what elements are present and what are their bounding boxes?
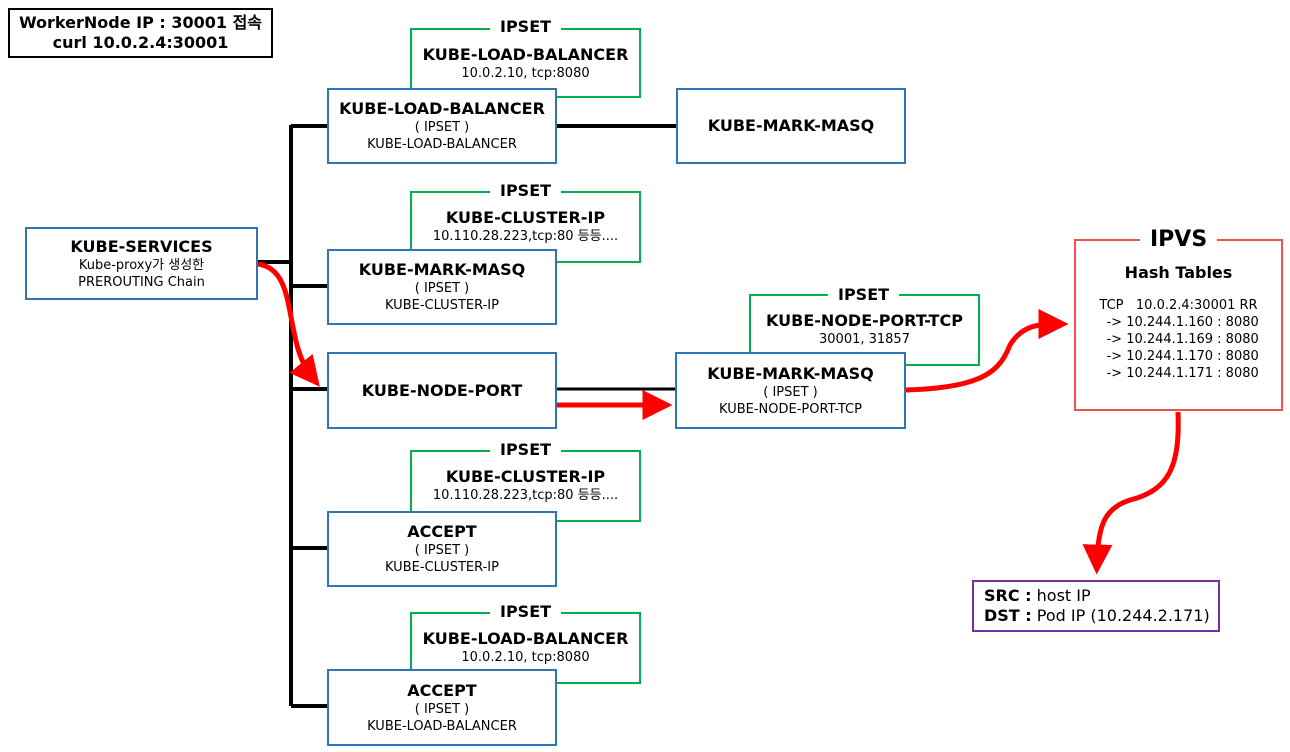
kube-mark-masq-box-top: KUBE-MARK-MASQ [676, 88, 906, 164]
kube-services-box: KUBE-SERVICES Kube-proxy가 생성한 PREROUTING… [25, 227, 258, 300]
ipvs-line: -> 10.244.1.169 : 8080 [1098, 332, 1259, 347]
ipset-tag: IPSET [490, 602, 562, 622]
ipset-title: KUBE-CLUSTER-IP [445, 208, 606, 227]
ipset-tag: IPSET [828, 285, 900, 305]
chain-line2: KUBE-CLUSTER-IP [385, 298, 499, 313]
chain-box-kube-load-balancer: KUBE-LOAD-BALANCER ( IPSET ) KUBE-LOAD-B… [327, 88, 557, 164]
chain-title: KUBE-NODE-PORT [361, 380, 523, 400]
ipvs-line: -> 10.244.1.170 : 8080 [1098, 349, 1259, 364]
chain-line2: KUBE-LOAD-BALANCER [367, 718, 517, 734]
chain-box-accept-load-balancer: ACCEPT ( IPSET ) KUBE-LOAD-BALANCER [327, 669, 557, 746]
ipset-tag: IPSET [490, 440, 562, 460]
result-dst-row: DST : Pod IP (10.244.2.171) [984, 606, 1210, 626]
chain-box-accept-cluster-ip: ACCEPT ( IPSET ) KUBE-CLUSTER-IP [327, 511, 557, 587]
dst-label: DST : [984, 606, 1032, 625]
ipset-detail: 10.110.28.223,tcp:80 등등.... [432, 488, 619, 503]
ipvs-subtitle: Hash Tables [1124, 263, 1233, 282]
dst-value: Pod IP (10.244.2.171) [1036, 606, 1210, 625]
src-label: SRC : [984, 586, 1032, 605]
kube-services-title: KUBE-SERVICES [70, 236, 213, 256]
ipset-detail: 10.0.2.10, tcp:8080 [461, 650, 590, 665]
ipvs-line: -> 10.244.1.171 : 8080 [1098, 366, 1259, 381]
src-value: host IP [1036, 586, 1091, 605]
chain-box-kube-node-port: KUBE-NODE-PORT [327, 352, 557, 429]
kube-mark-masq-line2: KUBE-NODE-PORT-TCP [719, 401, 862, 417]
chain-box-kube-mark-masq: KUBE-MARK-MASQ ( IPSET ) KUBE-CLUSTER-IP [327, 249, 557, 325]
result-box: SRC : host IP DST : Pod IP (10.244.2.171… [972, 580, 1220, 632]
ipset-tag: IPSET [490, 181, 562, 201]
header-line1: WorkerNode IP : 30001 접속 [18, 13, 263, 32]
chain-line1: ( IPSET ) [414, 701, 470, 717]
ipset-title: KUBE-LOAD-BALANCER [422, 45, 629, 64]
kube-mark-masq-title: KUBE-MARK-MASQ [707, 363, 874, 383]
chain-line2: KUBE-LOAD-BALANCER [367, 137, 517, 152]
ipvs-line: -> 10.244.1.160 : 8080 [1098, 315, 1259, 330]
ipvs-title: IPVS [1140, 226, 1218, 254]
chain-line2: KUBE-CLUSTER-IP [385, 560, 499, 575]
chain-line1: ( IPSET ) [414, 281, 470, 296]
ipset-title: KUBE-CLUSTER-IP [445, 467, 606, 486]
ipset-detail: 10.110.28.223,tcp:80 등등.... [432, 229, 619, 244]
chain-title: KUBE-MARK-MASQ [358, 260, 526, 279]
flow-arrow-ipvs-to-result [1082, 411, 1181, 575]
ipset-detail: 10.0.2.10, tcp:8080 [461, 66, 590, 81]
chain-line1: ( IPSET ) [414, 120, 470, 135]
flow-arrow-services-to-nodeport [257, 261, 320, 387]
result-src-row: SRC : host IP [984, 586, 1091, 606]
kube-services-line1: Kube-proxy가 생성한 [78, 257, 205, 273]
header-line2: curl 10.0.2.4:30001 [52, 33, 229, 52]
header-box: WorkerNode IP : 30001 접속 curl 10.0.2.4:3… [8, 8, 273, 58]
ipset-title: KUBE-NODE-PORT-TCP [766, 311, 963, 330]
kube-mark-masq-title: KUBE-MARK-MASQ [707, 116, 875, 135]
kube-services-line2: PREROUTING Chain [78, 274, 205, 290]
ipvs-line: TCP 10.0.2.4:30001 RR [1099, 298, 1258, 313]
kube-mark-masq-line1: ( IPSET ) [763, 384, 818, 400]
kube-mark-masq-box-node-port: KUBE-MARK-MASQ ( IPSET ) KUBE-NODE-PORT-… [675, 352, 906, 429]
chain-title: ACCEPT [407, 680, 477, 700]
flow-arrow-markmasq-to-ipvs [904, 309, 1069, 393]
chain-line1: ( IPSET ) [414, 543, 470, 558]
ipset-title: KUBE-LOAD-BALANCER [422, 629, 629, 648]
chain-title: ACCEPT [407, 522, 477, 541]
chain-title: KUBE-LOAD-BALANCER [339, 99, 545, 118]
ipset-tag: IPSET [490, 17, 562, 37]
ipset-detail: 30001, 31857 [819, 332, 910, 347]
ipvs-box: Hash Tables TCP 10.0.2.4:30001 RR -> 10.… [1074, 239, 1283, 411]
